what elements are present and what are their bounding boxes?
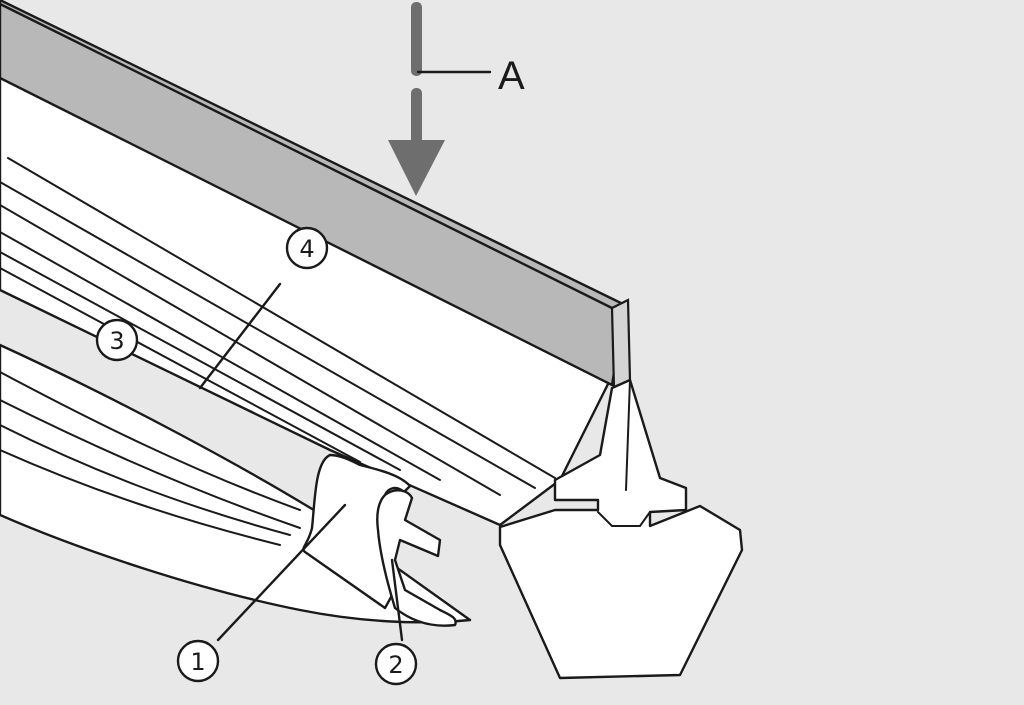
blade-line-3: [0, 204, 501, 496]
arrow-shaft-upper: [411, 2, 422, 76]
label-A: A: [498, 54, 525, 98]
callout-circle-2: [374, 642, 418, 686]
curve-line-2: [0, 399, 301, 529]
blade-line-4: [0, 231, 441, 481]
blade-line-2: [0, 181, 536, 489]
arrow-shaft-lower: [411, 88, 422, 148]
end-profile-inner: [597, 511, 651, 527]
rubber-edge-end-face: [610, 298, 632, 390]
callout-label-4: 4: [299, 235, 314, 263]
leader-line-4: [198, 282, 282, 390]
curve-line-4: [0, 449, 281, 546]
rubber-edge-strip: [0, 0, 627, 387]
arrow-head: [388, 140, 445, 196]
callout-circle-3: [95, 318, 139, 362]
callout-label-3: 3: [109, 327, 124, 355]
callout-circle-1: [176, 639, 220, 683]
leader-line-1: [216, 503, 347, 642]
end-profile: [498, 378, 744, 680]
blade-line-5: [0, 251, 401, 471]
rubber-edge-highlight: [0, 2, 613, 310]
callout-label-1: 1: [190, 648, 205, 676]
callout-circle-4: [285, 226, 329, 270]
curve-line-3: [0, 424, 291, 536]
end-profile-edge: [625, 379, 631, 491]
leader-line-2: [390, 558, 404, 642]
blade-line-6: [0, 267, 361, 463]
callout-label-2: 2: [388, 651, 403, 679]
curve-line-1: [0, 371, 301, 511]
blade-line-1: [7, 157, 556, 479]
